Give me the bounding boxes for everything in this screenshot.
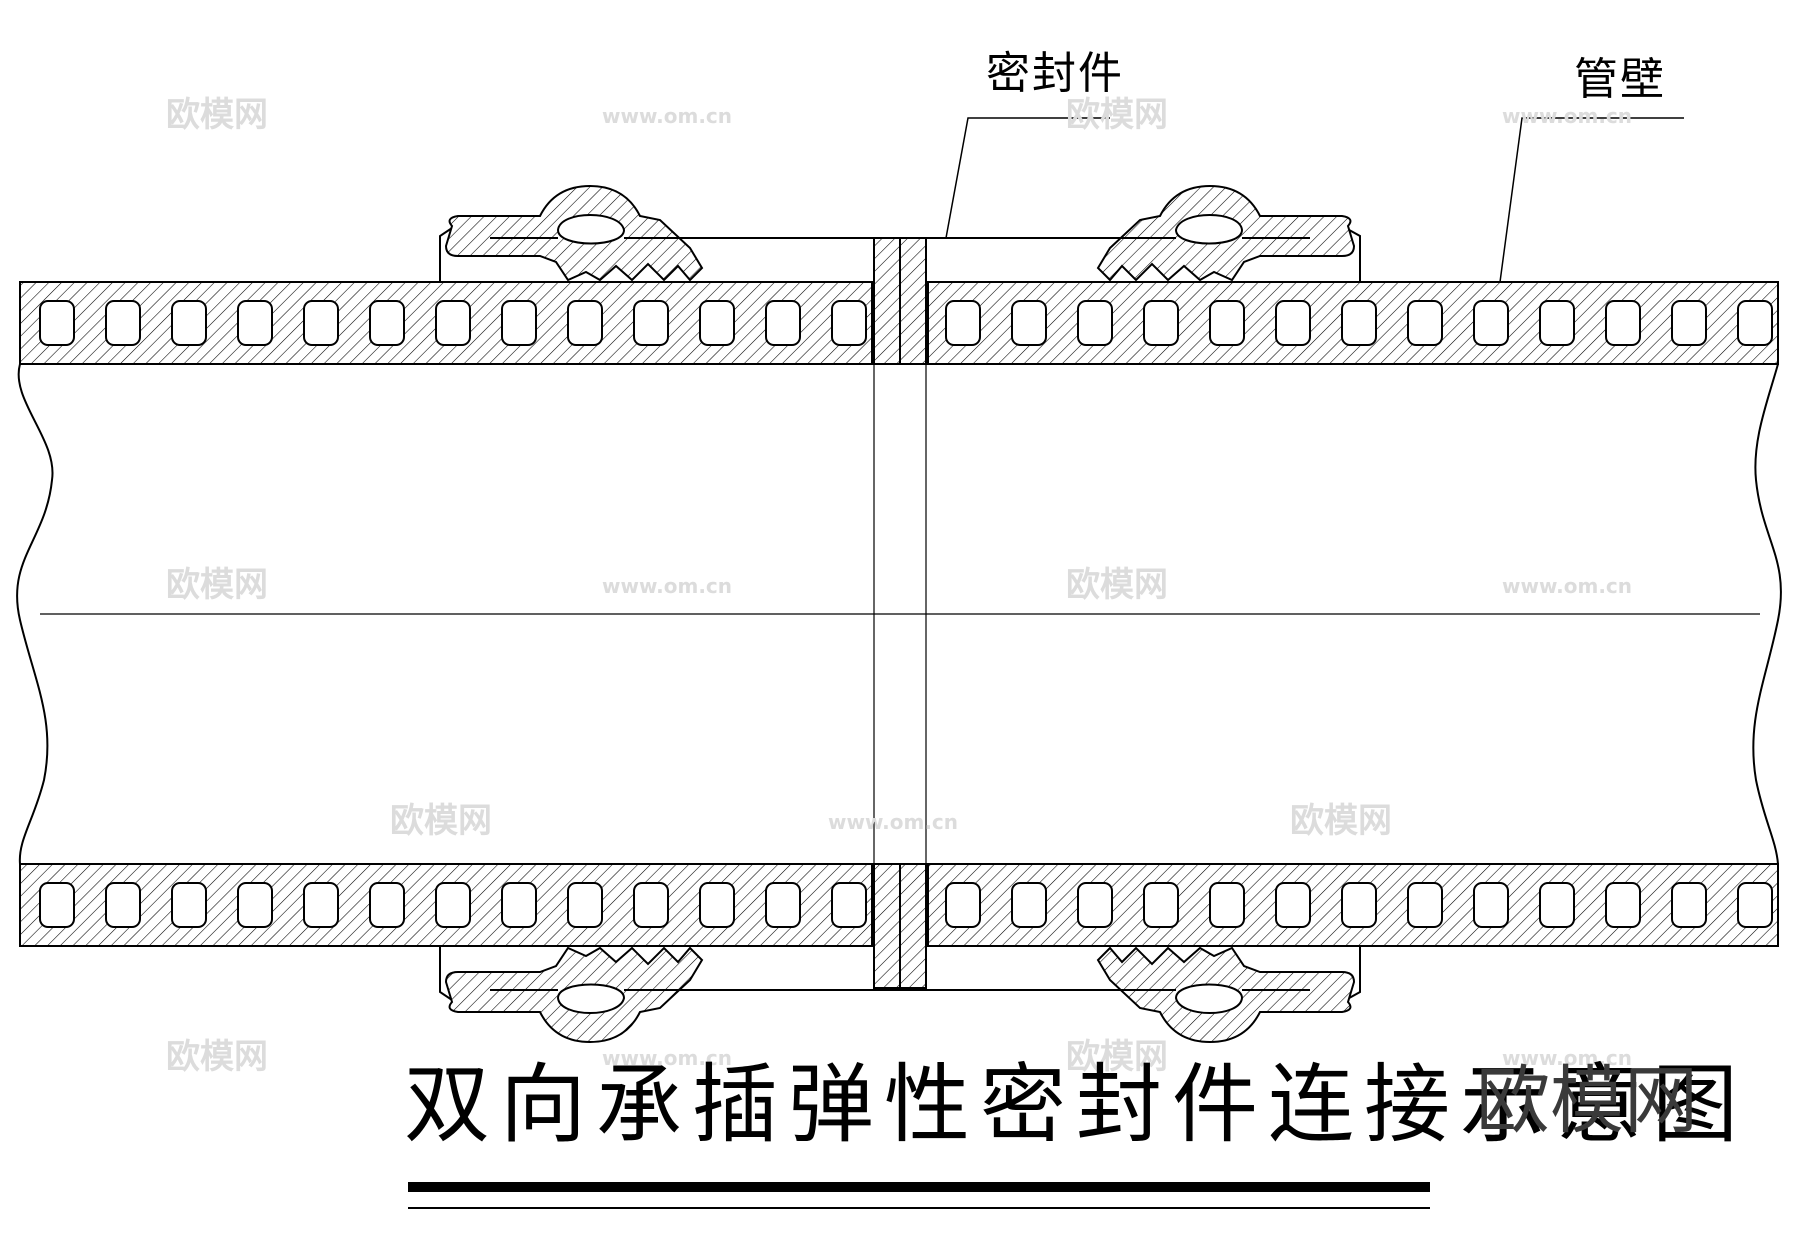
coupling-sleeve [439,225,1361,1003]
wall-cell [945,300,981,346]
wall-cell [1011,300,1047,346]
seal-leader-line [945,117,1110,239]
right-break-line [1752,363,1782,865]
wall-cell [1275,300,1311,346]
wall-cell [237,300,273,346]
wall-cell [435,300,471,346]
wall-cell [1011,882,1047,928]
wall-cell [303,882,339,928]
wall-cell [633,300,669,346]
wall-cell [699,882,735,928]
bottom-wall-cells [39,882,1773,928]
wall-cell [1539,882,1575,928]
wall-cell [1605,300,1641,346]
wall-cell [171,300,207,346]
wall-cell [369,882,405,928]
socket-seal-bottom-right [1096,946,1356,1044]
center-seal-top [873,237,927,365]
wall-cell [1605,882,1641,928]
wall-cell [945,882,981,928]
wall-cell [369,300,405,346]
wall-leader-line [1499,117,1684,283]
top-pipe-wall [19,281,1779,365]
wall-cell [237,882,273,928]
wall-cell [1077,882,1113,928]
wall-cell [501,300,537,346]
wall-cell [1275,882,1311,928]
wall-cell [1407,882,1443,928]
wall-cell [765,300,801,346]
wall-cell [633,882,669,928]
wall-cell [171,882,207,928]
wall-cell [1341,300,1377,346]
wall-cell [831,882,867,928]
pipe-wall-label: 管壁 [1574,54,1666,105]
wall-cell [1671,300,1707,346]
wall-cell [1143,882,1179,928]
wall-cell [39,300,75,346]
socket-seal-top-right [1096,184,1356,282]
brand-logo: 欧模网 [1476,1058,1698,1144]
wall-cell [1473,882,1509,928]
wall-cell [39,882,75,928]
wall-cell [567,300,603,346]
wall-cell [1341,882,1377,928]
wall-cell [1077,300,1113,346]
left-break-line [16,363,54,865]
socket-seal-bottom-left [444,946,704,1044]
wall-cell [1737,300,1773,346]
wall-cell [105,882,141,928]
wall-cell [1209,300,1245,346]
wall-cell [1473,300,1509,346]
bottom-pipe-wall [19,863,1779,947]
wall-cell [831,300,867,346]
wall-cell [1737,882,1773,928]
wall-cell [501,882,537,928]
wall-cell [765,882,801,928]
wall-cell [1671,882,1707,928]
wall-cell [567,882,603,928]
wall-cell [1539,300,1575,346]
wall-cell [435,882,471,928]
diagram-title: 双向承插弹性密封件连接示意图 [404,1055,1748,1155]
wall-cell [1407,300,1443,346]
wall-cell [1143,300,1179,346]
seal-label: 密封件 [986,48,1124,99]
wall-cell [303,300,339,346]
wall-cell [1209,882,1245,928]
top-wall-cells [39,300,1773,346]
center-seal-bottom [873,863,927,989]
wall-cell [699,300,735,346]
wall-cell [105,300,141,346]
title-underline-thick [408,1182,1430,1192]
socket-seal-top-left [444,184,704,282]
